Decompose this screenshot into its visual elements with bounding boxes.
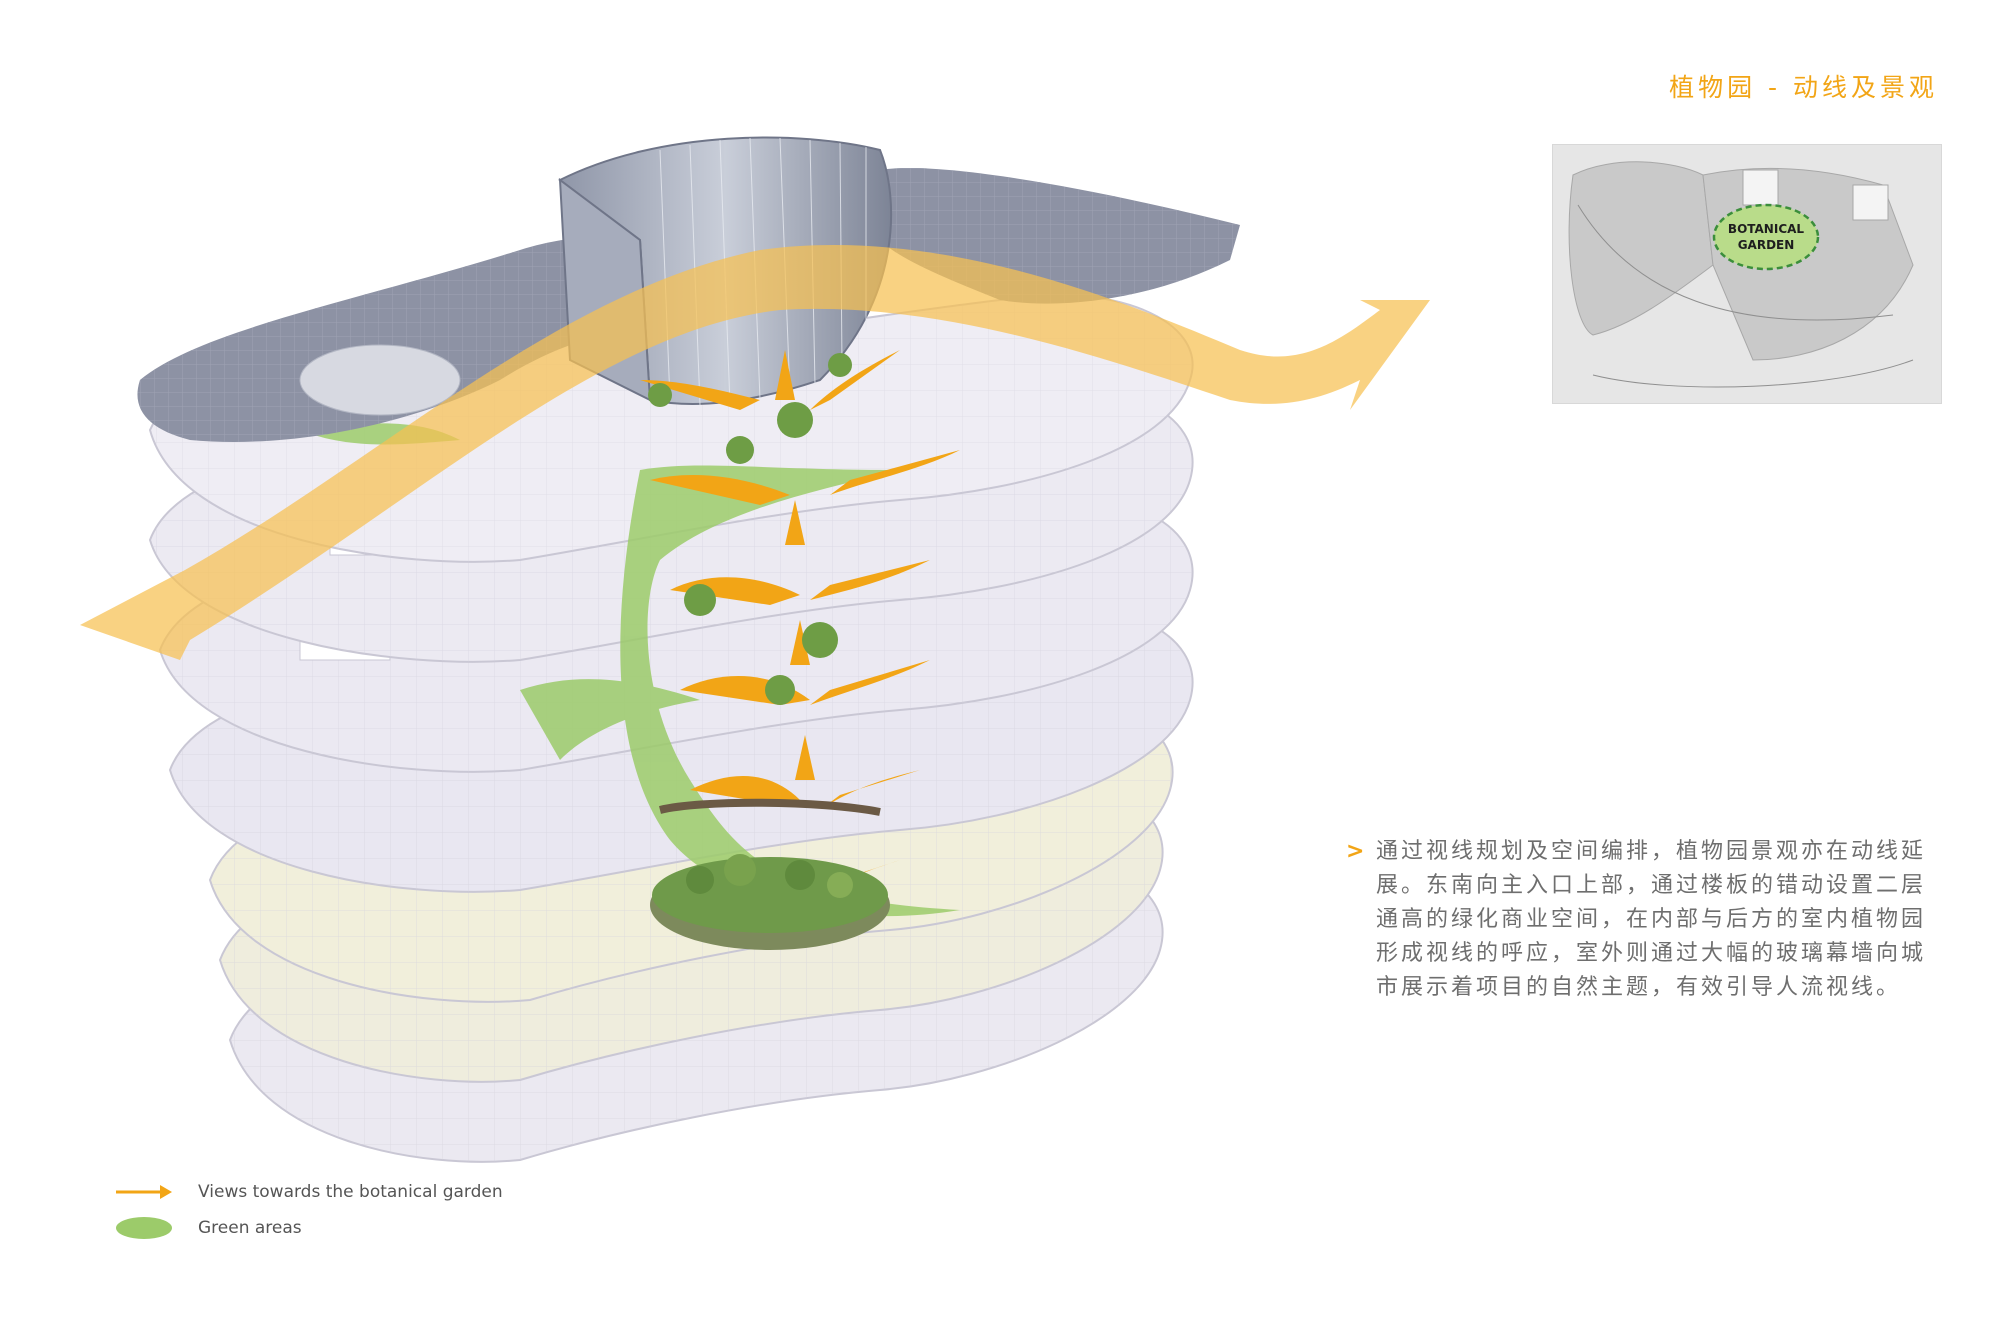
arrow-icon (116, 1185, 172, 1199)
view-corridor-arrow (80, 245, 1430, 661)
trees (648, 353, 852, 705)
description-block: > 通过视线规划及空间编排，植物园景观亦在动线延展。东南向主入口上部，通过楼板的… (1346, 835, 1936, 1005)
legend-views: Views towards the botanical garden (114, 1180, 503, 1204)
legend-views-label: Views towards the botanical garden (198, 1182, 503, 1202)
legend-green: Green areas (114, 1216, 302, 1240)
page-title: 植物园 - 动线及景观 (1669, 73, 1938, 102)
key-plan-inset: BOTANICAL GARDEN (1552, 144, 1942, 404)
garden-island (650, 798, 890, 950)
key-plan-label-line2: GARDEN (1738, 238, 1795, 252)
key-plan-label-line1: BOTANICAL (1728, 222, 1804, 236)
description-text: 通过视线规划及空间编排，植物园景观亦在动线延展。东南向主入口上部，通过楼板的错动… (1376, 839, 1927, 1000)
legend-green-label: Green areas (198, 1218, 302, 1238)
green-area-icon (116, 1217, 172, 1239)
key-plan-map: BOTANICAL GARDEN (1553, 145, 1941, 403)
bullet-marker: > (1346, 839, 1368, 864)
